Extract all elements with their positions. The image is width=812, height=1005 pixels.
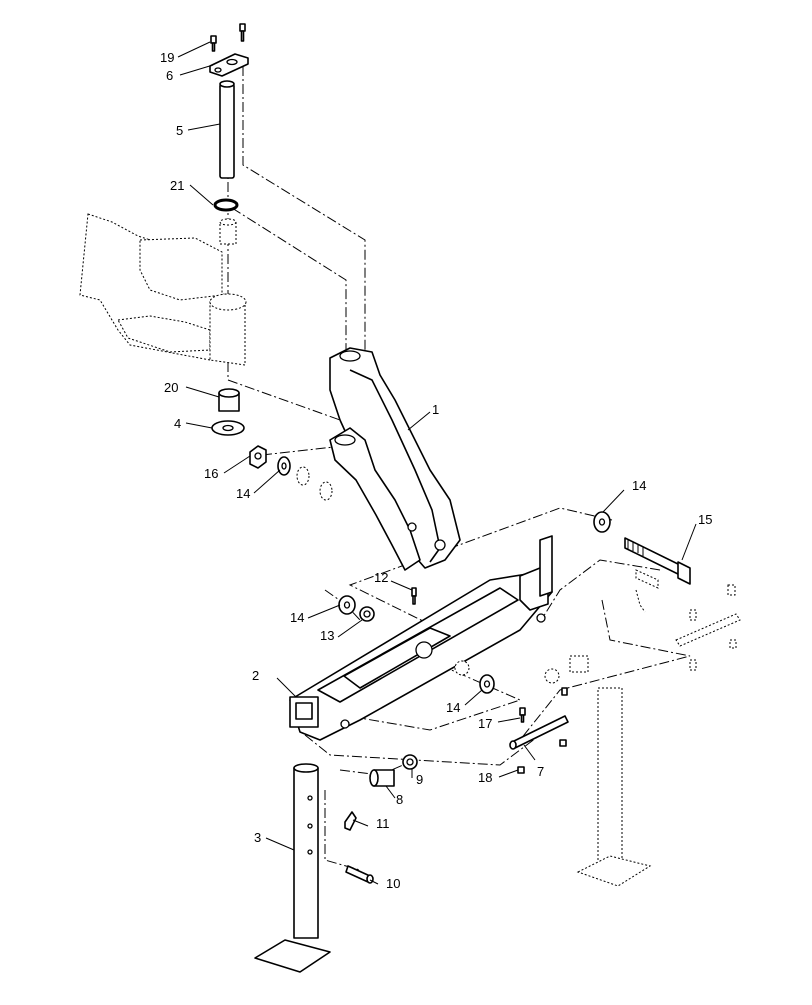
callout-8: 8 [396,792,403,807]
part-12-pin [411,587,417,605]
callout-14-b: 14 [632,478,646,493]
callout-labels: 19 6 5 21 20 4 16 14 1 14 15 12 14 13 2 … [160,50,712,891]
callout-15: 15 [698,512,712,527]
part-16-nut [249,445,267,469]
part-15-bolt [624,537,691,585]
part-3-stand [254,763,331,973]
part-14-washers-upper [277,456,333,501]
callout-7: 7 [537,764,544,779]
callout-6: 6 [166,68,173,83]
callout-9: 9 [416,772,423,787]
small-screws-right [559,687,568,747]
callout-11: 11 [376,816,390,831]
part-11-clip [344,811,357,831]
callout-13: 13 [320,628,334,643]
callout-19: 19 [160,50,174,65]
part-14-washer-mid [338,595,356,615]
callout-10: 10 [386,876,400,891]
callout-2: 2 [252,668,259,683]
callout-14-d: 14 [446,700,460,715]
callout-3: 3 [254,830,261,845]
callout-5: 5 [176,123,183,138]
part-2-beam [289,535,553,741]
part-17-screw [519,707,526,723]
callout-20: 20 [164,380,178,395]
part-14-washer-lower [479,674,495,694]
part-7-pin [509,715,569,750]
callout-16: 16 [204,466,218,481]
callout-14-a: 14 [236,486,250,501]
tractor-frame-ghost [79,213,247,366]
callout-12: 12 [374,570,388,585]
callout-17: 17 [478,716,492,731]
part-9-bushing [402,754,418,770]
part-1-arm [329,347,461,571]
part-18-nut [517,766,525,774]
part-10-pin [345,865,374,884]
part-6-plate [209,53,249,77]
callout-14-c: 14 [290,610,304,625]
callout-leaders [177,41,697,885]
part-19-screw [210,23,246,52]
callout-1: 1 [432,402,439,417]
part-5-pin [219,80,235,179]
upper-bushing [219,218,237,245]
part-14-washer-right [593,511,611,533]
hitch-pin-ghost [635,569,741,671]
beam-bushings [454,655,589,684]
stand-ghost-right [576,687,652,887]
part-8-spacer [369,769,395,787]
part-4-washer [211,420,245,436]
part-21-snap-ring [213,198,239,212]
callout-21: 21 [170,178,184,193]
callout-18: 18 [478,770,492,785]
part-13-bushing [359,606,375,622]
callout-4: 4 [174,416,181,431]
part-20-bushing [218,388,240,412]
